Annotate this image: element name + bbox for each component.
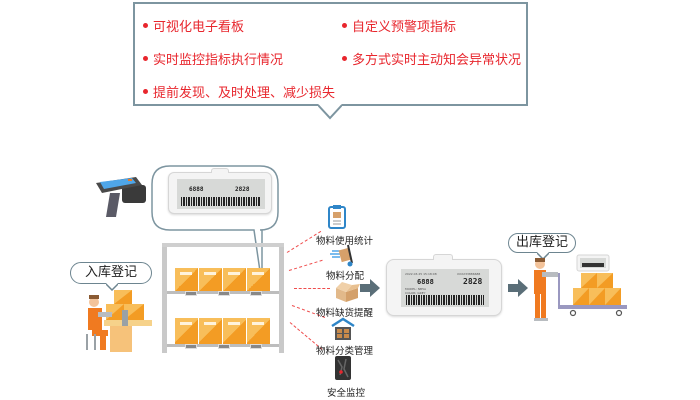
arrow-right-icon — [508, 279, 528, 297]
bubble-pointer — [106, 283, 118, 291]
esl-tag-zoomed: 6888 2828 — [168, 168, 272, 214]
barcode — [181, 197, 261, 206]
outbound-worker-icon — [534, 258, 558, 321]
open-box-icon — [336, 282, 360, 302]
warehouse-icon — [331, 317, 355, 340]
feature-item: 自定义预警项指标 — [342, 16, 456, 35]
service-label-usage-stats: 物料使用统计 — [316, 236, 374, 247]
shelf-esl-chip — [185, 344, 197, 349]
bullet-icon — [143, 89, 148, 94]
esl-tag-center: 2022.03.25 15:18:08 XXX233886688 6888 28… — [386, 254, 502, 316]
cargo-box — [199, 318, 222, 344]
arrow-right-icon — [360, 279, 380, 297]
feature-item: 提前发现、及时处理、减少损失 — [143, 82, 335, 101]
service-label-allocation: 物料分配 — [326, 271, 365, 282]
feature-item: 实时监控指标执行情况 — [143, 49, 283, 68]
hand-truck-icon — [330, 244, 353, 267]
bullet-icon — [342, 23, 347, 28]
barcode — [406, 295, 484, 305]
esl-qty: 6888 — [417, 278, 434, 286]
callout-pointer — [318, 104, 342, 120]
esl-value: 2828 — [463, 277, 483, 286]
cargo-box — [175, 318, 198, 344]
cargo-box — [247, 268, 270, 291]
service-label-classification: 物料分类管理 — [316, 346, 374, 357]
bullet-icon — [342, 56, 347, 61]
feature-item: 多方式实时主动知会异常状况 — [342, 49, 521, 68]
cargo-box — [223, 268, 246, 291]
service-label-stock-alert: 物料缺货提醒 — [316, 308, 374, 319]
cargo-box — [175, 268, 198, 291]
handheld-scanner-icon — [96, 177, 146, 217]
shelf-esl-chip — [218, 344, 230, 349]
shelf-esl-chip — [185, 291, 197, 296]
esl-value: 2828 — [235, 186, 250, 193]
pallet-cart-illustration — [558, 254, 627, 317]
clipboard-icon — [328, 205, 346, 229]
cargo-box — [199, 268, 222, 291]
service-label-security: 安全监控 — [327, 388, 366, 399]
cargo-box — [247, 318, 270, 344]
inbound-bubble: 入库登记 — [70, 262, 152, 284]
esl-model: MODEL: NB5A — [405, 287, 427, 291]
bullet-icon — [143, 23, 148, 28]
esl-qty: 6888 — [189, 186, 204, 193]
feature-item: 可视化电子看板 — [143, 16, 244, 35]
esl-color: COLOR: GREY — [405, 291, 426, 295]
bullet-icon — [143, 56, 148, 61]
shelf-esl-chip — [218, 291, 230, 296]
cargo-box — [223, 318, 246, 344]
feature-callout: 可视化电子看板 实时监控指标执行情况 提前发现、及时处理、减少损失 自定义预警项… — [133, 2, 528, 106]
outbound-label: 出库登记 — [515, 235, 568, 250]
outbound-bubble: 出库登记 — [508, 233, 576, 253]
map-monitor-icon — [335, 356, 351, 380]
shelf-esl-chip — [250, 291, 262, 296]
inbound-worker-illustration — [86, 290, 152, 352]
esl-date: 2022.03.25 15:18:08 — [405, 272, 437, 276]
esl-code: XXX233886688 — [457, 272, 481, 276]
inbound-label: 入库登记 — [84, 265, 137, 280]
shelf-esl-chip — [250, 344, 262, 349]
